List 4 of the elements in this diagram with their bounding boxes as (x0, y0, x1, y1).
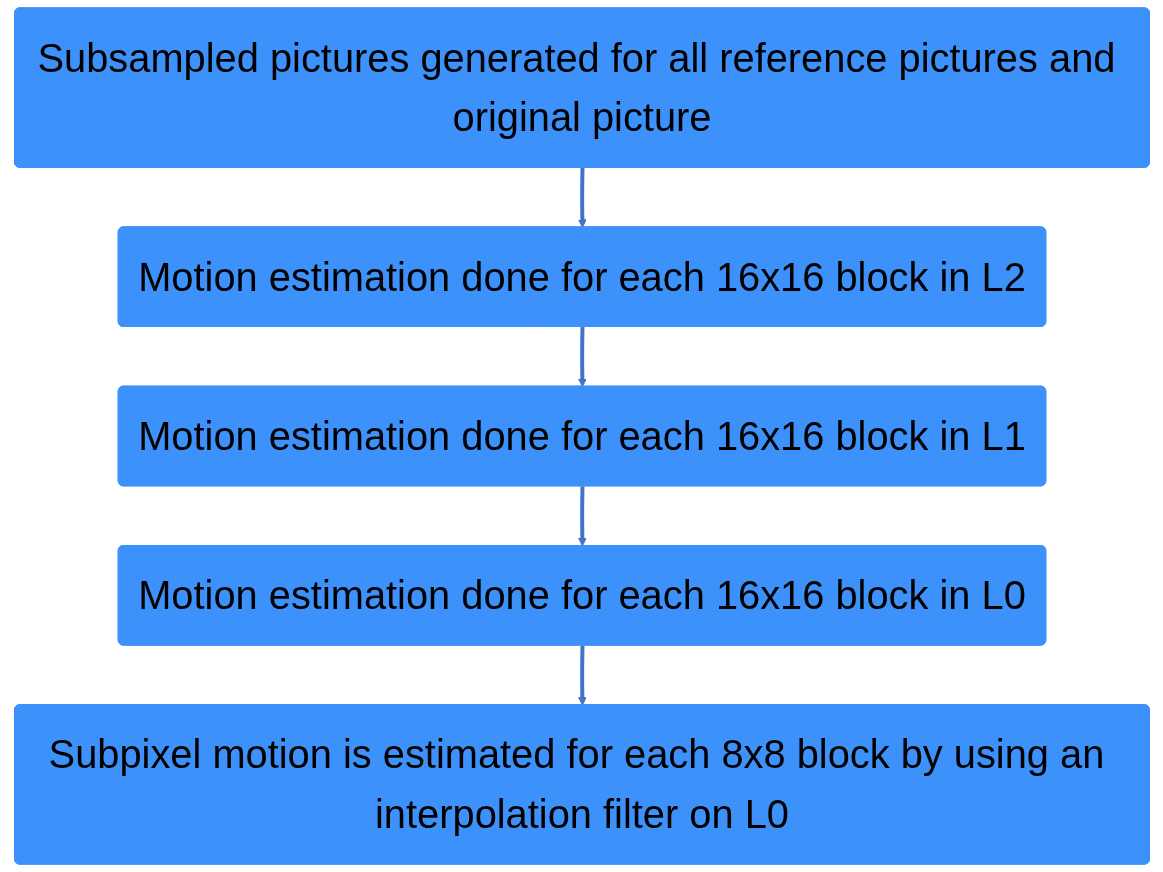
arrow (577, 326, 587, 388)
arrow (577, 645, 587, 706)
arrow (577, 486, 587, 547)
arrow (577, 167, 587, 228)
